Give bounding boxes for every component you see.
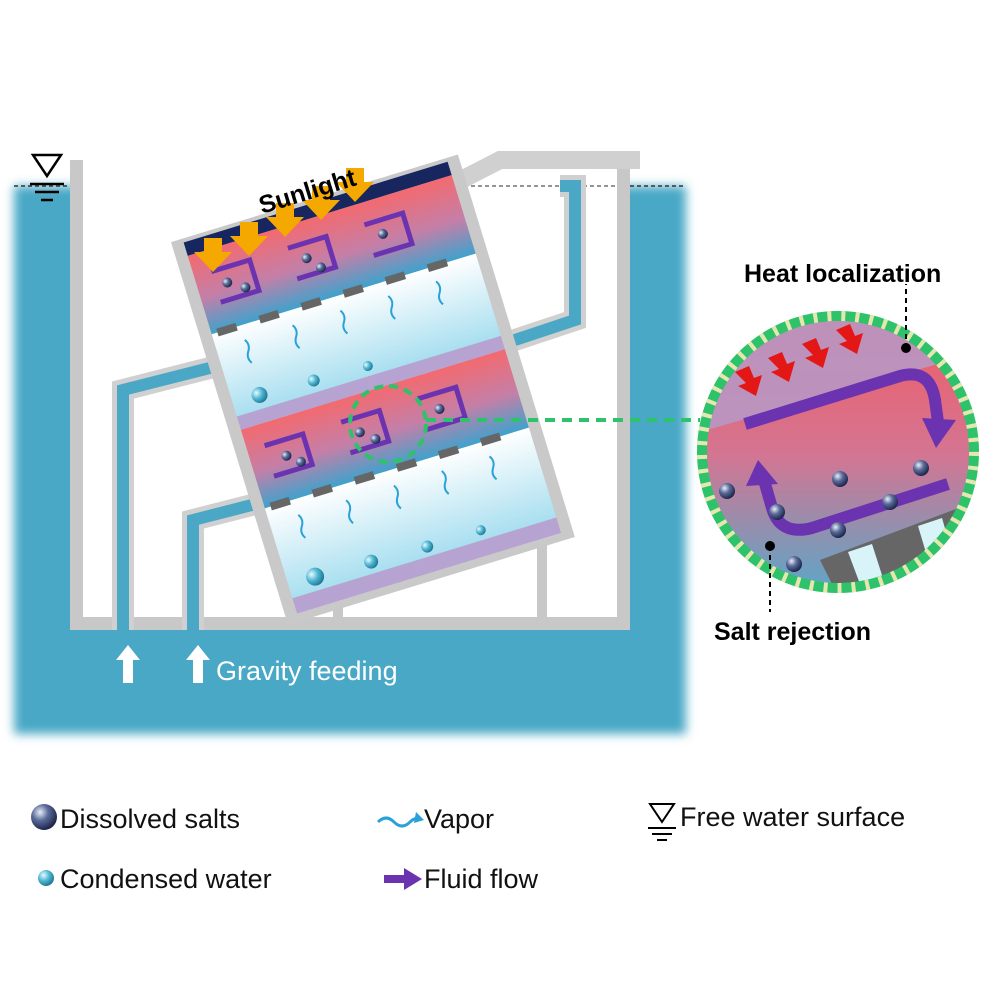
gravity-feed-arrow-1 [116,645,140,683]
zoom-flow-arrowhead-2 [746,460,778,486]
vapor-squiggles [244,280,498,539]
sunlight-arrows [194,168,374,272]
condensed-water-icon [38,870,54,886]
condensed-droplets [251,361,486,586]
fluid-flow-loops [210,210,469,479]
lower-condenser [264,427,557,599]
heat-localization-label: Heat localization [744,260,941,288]
tank-bottom-wall [70,617,630,630]
focus-circle [348,384,428,464]
legend-dissolved-salts-label: Dissolved salts [60,804,240,834]
legend-free-water-surface: Free water surface [648,802,905,841]
zoom-salts [719,460,929,572]
zoom-detail [697,284,979,612]
zoom-circle-dashes [697,311,979,593]
tank-left-wall [70,160,83,630]
legend: Dissolved salts Vapor Free water surface… [31,802,905,894]
legend-fluid-flow: Fluid flow [384,864,539,894]
zoom-flow-arrowhead-1 [922,418,956,448]
legend-condensed-water-label: Condensed water [60,864,272,894]
gravity-feed-arrow-2 [186,645,210,683]
tank-right-wall [617,152,630,630]
lower-base [292,517,562,614]
legend-free-water-surface-label: Free water surface [680,802,905,832]
dissolved-salt-icon [31,804,57,830]
fluid-flow-icon [384,868,422,890]
upper-condenser [211,253,501,417]
legend-fluid-flow-label: Fluid flow [424,864,539,894]
free-water-surface-icon [30,153,64,202]
legend-dissolved-salts: Dissolved salts [31,804,240,834]
lower-wick-pads [269,432,502,511]
legend-condensed-water: Condensed water [38,864,272,894]
free-water-surface-legend-icon [648,803,676,841]
salt-rejection-label: Salt rejection [714,618,871,646]
vapor-icon [376,816,421,828]
upper-separator [236,335,505,430]
upper-wick-pads [216,258,449,337]
legend-vapor-label: Vapor [424,804,494,834]
heat-arrows [735,324,863,396]
gravity-feeding-label: Gravity feeding [216,656,398,686]
legend-vapor: Vapor [376,804,494,834]
distiller-salts [222,228,445,467]
